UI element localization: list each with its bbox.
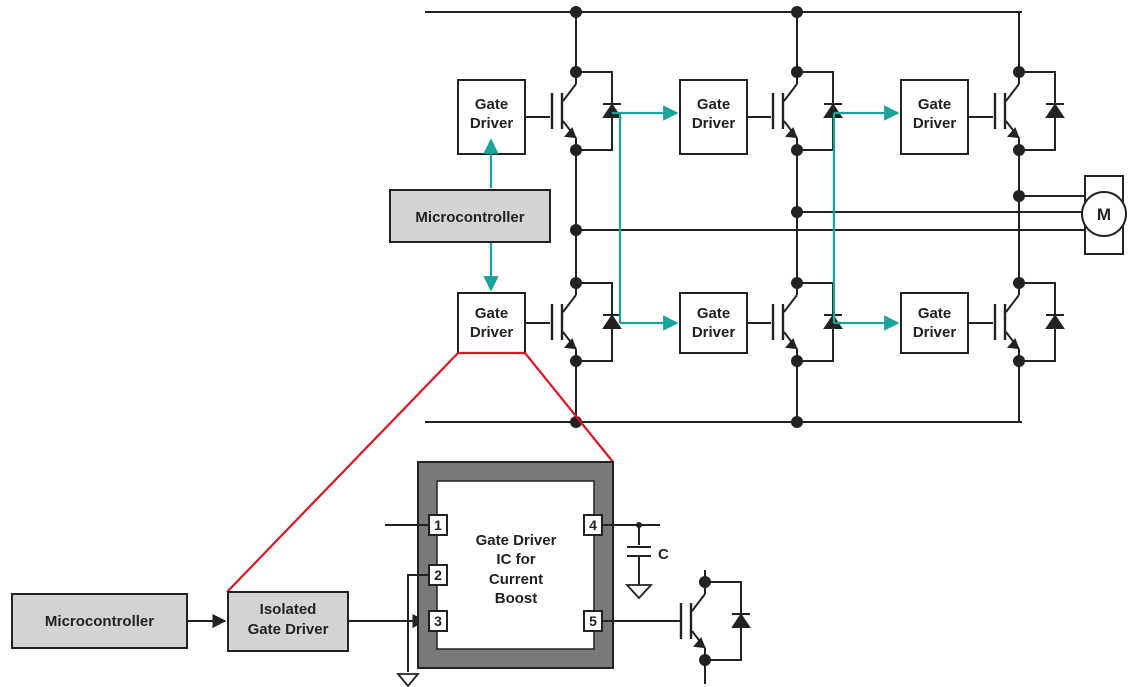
microcontroller-bottom: Microcontroller [11, 593, 188, 649]
ic-wiring [385, 524, 680, 672]
svg-text:Driver: Driver [692, 115, 736, 132]
pin-1: 1 [428, 514, 448, 536]
gate-driver-label-line1: Gate [475, 96, 508, 113]
svg-text:Gate: Gate [918, 96, 951, 113]
driver-gate-wires [525, 116, 993, 324]
pin-5: 5 [583, 610, 603, 632]
gate-driver-top-2: Gate Driver [679, 79, 748, 155]
igbt-bottom-3 [993, 277, 1065, 367]
gate-driver-bottom-1: Gate Driver [457, 292, 526, 354]
svg-text:1: 1 [434, 517, 442, 533]
detail-igbt [679, 570, 751, 684]
microcontroller-top-label: Microcontroller [415, 209, 524, 226]
svg-text:5: 5 [589, 613, 597, 629]
teal-link-leg1 [612, 111, 622, 323]
igbt-bottom-1 [550, 277, 622, 367]
microcontroller-top: Microcontroller [389, 189, 551, 243]
svg-text:2: 2 [434, 567, 442, 583]
isolated-driver-line2: Gate Driver [248, 621, 329, 638]
svg-text:Driver: Driver [692, 324, 736, 341]
gate-driver-top-3: Gate Driver [900, 79, 969, 155]
svg-text:Gate: Gate [475, 305, 508, 322]
ic-label-line4: Boost [495, 590, 538, 607]
teal-signal-paths [483, 105, 900, 331]
zoom-lines [226, 351, 614, 593]
igbt-cells [550, 66, 1065, 367]
igbt-top-2 [771, 66, 843, 156]
microcontroller-bottom-label: Microcontroller [45, 613, 154, 630]
svg-text:Gate: Gate [697, 96, 730, 113]
ground-symbol-pin2 [396, 673, 420, 687]
svg-text:Driver: Driver [470, 324, 514, 341]
gate-driver-bottom-2: Gate Driver [679, 292, 748, 354]
isolated-driver-line1: Isolated [260, 601, 317, 618]
svg-text:Driver: Driver [913, 115, 957, 132]
gate-driver-bottom-3: Gate Driver [900, 292, 969, 354]
igbt-detail [679, 576, 751, 666]
pin-3: 3 [428, 610, 448, 632]
ground-symbol-cap [624, 584, 654, 600]
svg-text:Gate: Gate [697, 305, 730, 322]
cap-node [636, 522, 642, 528]
motor: M [1081, 175, 1127, 255]
isolated-gate-driver: Isolated Gate Driver [227, 591, 349, 652]
igbt-top-1 [550, 66, 622, 156]
pin-2: 2 [428, 564, 448, 586]
svg-text:Driver: Driver [913, 324, 957, 341]
gate-driver-ic: Gate Driver IC for Current Boost [417, 461, 614, 669]
dc-bus [425, 11, 1085, 423]
svg-text:3: 3 [434, 613, 442, 629]
capacitor-label: C [658, 546, 669, 563]
igbt-bottom-2 [771, 277, 843, 367]
igbt-top-3 [993, 66, 1065, 156]
svg-text:4: 4 [589, 517, 597, 533]
ic-label-line1: Gate Driver [476, 532, 557, 549]
ic-label-line3: Current [489, 571, 543, 588]
svg-text:Gate: Gate [918, 305, 951, 322]
motor-label: M [1097, 205, 1111, 224]
pin-4: 4 [583, 514, 603, 536]
gate-driver-label-line2: Driver [470, 115, 514, 132]
ic-label-line2: IC for [496, 551, 535, 568]
